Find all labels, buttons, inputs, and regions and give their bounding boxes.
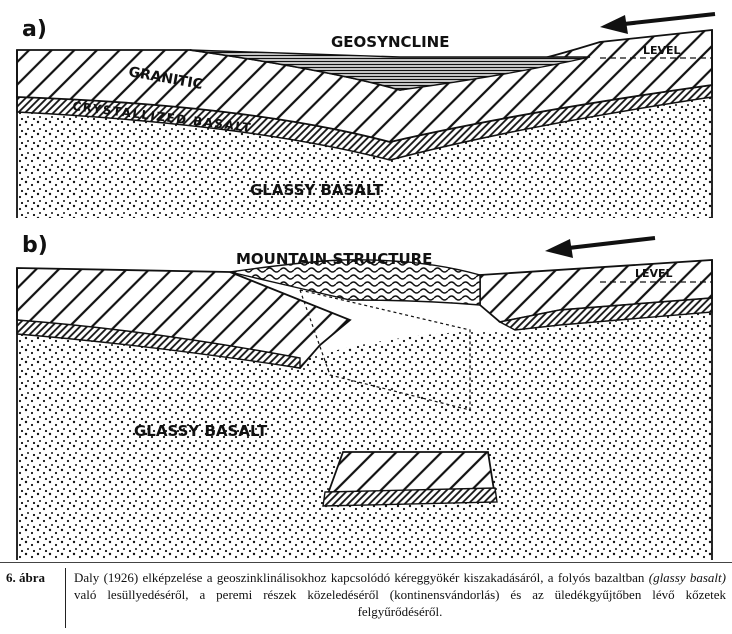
left-crystallized-band <box>16 319 301 369</box>
detached-root-ghost-outline <box>299 289 471 411</box>
mountain-structure-label: MOUNTAIN STRUCTURE <box>236 250 432 268</box>
level-label-a: LEVEL <box>643 44 681 57</box>
panel-b-letter: b) <box>22 233 48 258</box>
caption-text-part-2: való lesüllyedéséről, a peremi részek kö… <box>74 587 726 619</box>
motion-arrow-a <box>600 12 716 34</box>
figure-caption: 6. ábra Daly (1926) elképzelése a geoszi… <box>0 566 732 632</box>
mountain-folded-structure <box>229 259 481 306</box>
caption-text: Daly (1926) elképzelése a geoszinklináli… <box>74 569 726 620</box>
panel-b-outline <box>16 260 713 560</box>
geosyncline-label: GEOSYNCLINE <box>331 33 449 51</box>
caption-text-italic: (glassy basalt) <box>648 570 726 585</box>
glassy-basalt-layer-a <box>17 85 712 218</box>
panel-a-outline <box>16 30 713 218</box>
panel-b: b) MOUNTAIN STRUCTURE LEVEL GLASSY BASAL… <box>16 233 713 560</box>
geosyncline-sediments <box>189 49 591 91</box>
caption-divider <box>65 568 66 628</box>
glassy-basalt-label-b: GLASSY BASALT <box>134 422 268 440</box>
glassy-basalt-layer-b <box>17 312 712 560</box>
level-label-b: LEVEL <box>635 267 673 280</box>
motion-arrow-b <box>545 236 656 258</box>
caption-text-part-1: Daly (1926) elképzelése a geoszinklináli… <box>74 570 649 585</box>
sinking-root-crystallized-band <box>322 487 498 507</box>
panel-a-letter: a) <box>22 17 47 42</box>
caption-top-rule <box>0 562 732 563</box>
panel-a: a) GEOSYNCLINE LEVEL GRANITIC CRYSTALLIZ… <box>16 12 716 218</box>
figure-number: 6. ábra <box>6 570 45 585</box>
daly-geosyncline-diagram: a) GEOSYNCLINE LEVEL GRANITIC CRYSTALLIZ… <box>16 12 716 560</box>
glassy-basalt-label-a: GLASSY BASALT <box>250 181 384 199</box>
